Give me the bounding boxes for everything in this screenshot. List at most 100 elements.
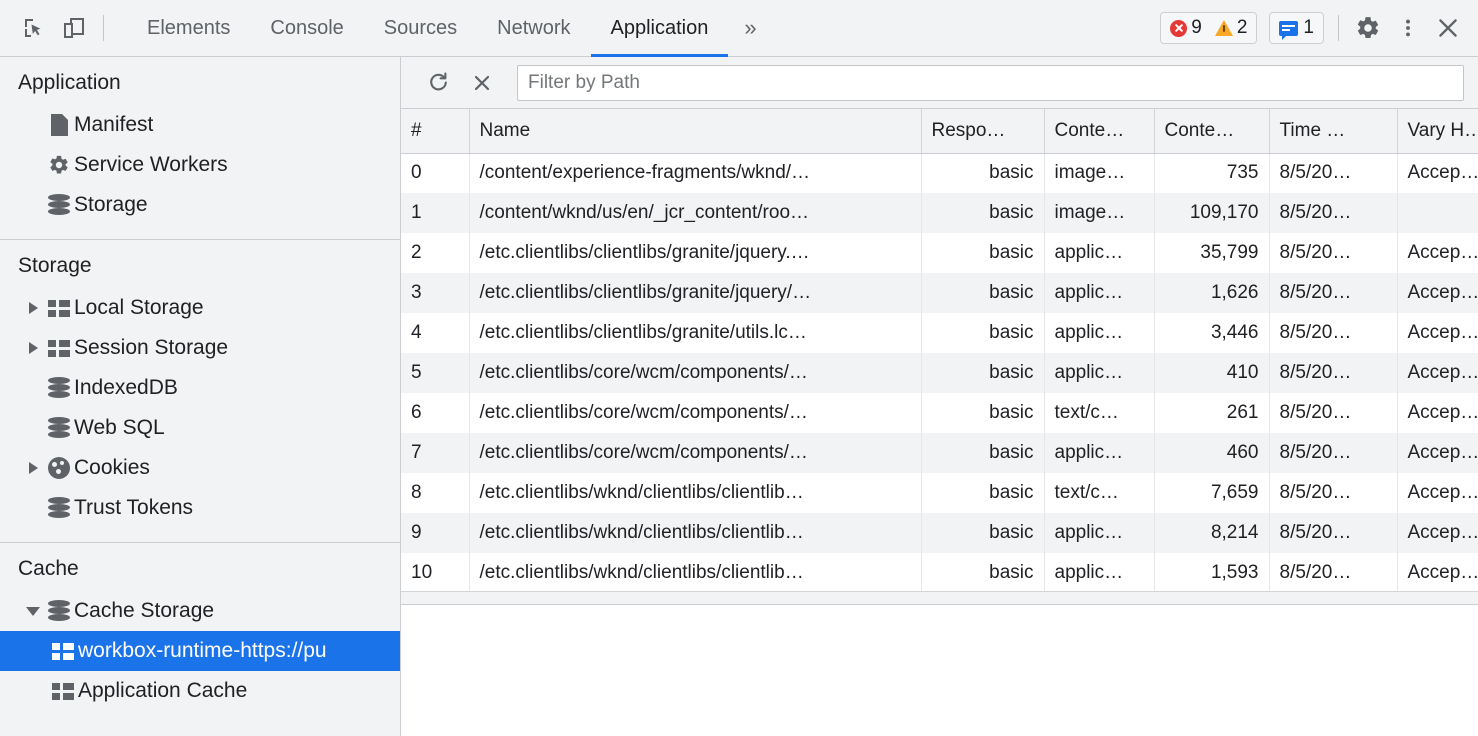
warning-count: 2 xyxy=(1237,17,1248,39)
cell-time-cached: 8/5/20… xyxy=(1269,193,1397,233)
sidebar-item-session-storage[interactable]: Session Storage xyxy=(0,328,400,368)
tab-elements[interactable]: Elements xyxy=(127,0,250,57)
cell-name: /etc.clientlibs/core/wcm/components/… xyxy=(469,393,921,433)
sidebar-item-label: Session Storage xyxy=(74,336,228,360)
filter-by-path-input[interactable] xyxy=(517,65,1464,101)
table-row[interactable]: 2/etc.clientlibs/clientlibs/granite/jque… xyxy=(401,233,1478,273)
table-row[interactable]: 10/etc.clientlibs/wknd/clientlibs/client… xyxy=(401,553,1478,593)
table-row[interactable]: 9/etc.clientlibs/wknd/clientlibs/clientl… xyxy=(401,513,1478,553)
document-icon xyxy=(44,114,74,136)
grid-icon xyxy=(48,683,78,700)
table-row[interactable]: 7/etc.clientlibs/core/wcm/components/…ba… xyxy=(401,433,1478,473)
cell-time-cached: 8/5/20… xyxy=(1269,273,1397,313)
cell-content-type: applic… xyxy=(1044,353,1154,393)
sidebar-item-workbox-runtime-cache[interactable]: workbox-runtime-https://pu xyxy=(0,631,400,671)
column-header-content-type[interactable]: Conte… xyxy=(1044,109,1154,153)
sidebar-item-label: Application Cache xyxy=(78,679,247,703)
tab-label: Application xyxy=(611,17,709,40)
table-row[interactable]: 4/etc.clientlibs/clientlibs/granite/util… xyxy=(401,313,1478,353)
panel-tabs: Elements Console Sources Network Applica… xyxy=(127,0,773,57)
inspect-element-icon xyxy=(22,16,46,40)
cell-vary-header: Accep… xyxy=(1397,233,1478,273)
cell-time-cached: 8/5/20… xyxy=(1269,473,1397,513)
grid-icon xyxy=(48,643,78,660)
more-tabs-button[interactable]: » xyxy=(728,0,772,57)
sidebar-item-service-workers[interactable]: Service Workers xyxy=(0,145,400,185)
cell-vary-header: Accep… xyxy=(1397,273,1478,313)
cell-number: 8 xyxy=(401,473,469,513)
application-sidebar[interactable]: Application Manifest Service Workers xyxy=(0,57,401,736)
cell-name: /etc.clientlibs/clientlibs/granite/utils… xyxy=(469,313,921,353)
error-counter[interactable]: 9 xyxy=(1170,17,1202,39)
cell-content-length: 8,214 xyxy=(1154,513,1269,553)
cell-content-length: 7,659 xyxy=(1154,473,1269,513)
tab-network[interactable]: Network xyxy=(477,0,590,57)
sidebar-item-manifest[interactable]: Manifest xyxy=(0,105,400,145)
table-body: 0/content/experience-fragments/wknd/…bas… xyxy=(401,153,1478,605)
sidebar-item-web-sql[interactable]: Web SQL xyxy=(0,408,400,448)
table-row[interactable]: 6/etc.clientlibs/core/wcm/components/…ba… xyxy=(401,393,1478,433)
table-row[interactable]: 5/etc.clientlibs/core/wcm/components/…ba… xyxy=(401,353,1478,393)
tab-console[interactable]: Console xyxy=(250,0,363,57)
column-header-response-type[interactable]: Respo… xyxy=(921,109,1044,153)
close-devtools-button[interactable] xyxy=(1428,8,1468,48)
sidebar-item-application-cache[interactable]: Application Cache xyxy=(0,671,400,711)
sidebar-item-trust-tokens[interactable]: Trust Tokens xyxy=(0,488,400,528)
expand-arrow-icon[interactable] xyxy=(22,462,44,474)
column-header-content-length[interactable]: Conte… xyxy=(1154,109,1269,153)
tab-application[interactable]: Application xyxy=(591,0,729,57)
inspect-element-button[interactable] xyxy=(14,8,54,48)
cell-content-type: applic… xyxy=(1044,433,1154,473)
cell-response-type: basic xyxy=(921,473,1044,513)
cell-name: /etc.clientlibs/wknd/clientlibs/clientli… xyxy=(469,473,921,513)
cell-content-length: 109,170 xyxy=(1154,193,1269,233)
column-header-vary-header[interactable]: Vary H… xyxy=(1397,109,1478,153)
sidebar-item-cookies[interactable]: Cookies xyxy=(0,448,400,488)
message-count: 1 xyxy=(1303,17,1314,39)
cookie-icon xyxy=(44,457,74,479)
message-counter-group[interactable]: 1 xyxy=(1269,12,1324,44)
table-row[interactable]: 3/etc.clientlibs/clientlibs/granite/jque… xyxy=(401,273,1478,313)
warning-icon xyxy=(1215,20,1233,36)
grid-icon xyxy=(44,300,74,317)
cell-time-cached: 8/5/20… xyxy=(1269,233,1397,273)
table-header-row: # Name Respo… Conte… Conte… Time … Vary … xyxy=(401,109,1478,153)
table-row[interactable]: 8/etc.clientlibs/wknd/clientlibs/clientl… xyxy=(401,473,1478,513)
column-header-time-cached[interactable]: Time … xyxy=(1269,109,1397,153)
kebab-menu-icon xyxy=(1397,16,1419,40)
tab-sources[interactable]: Sources xyxy=(364,0,477,57)
sidebar-item-indexeddb[interactable]: IndexedDB xyxy=(0,368,400,408)
settings-button[interactable] xyxy=(1348,8,1388,48)
table-row[interactable]: 1/content/wknd/us/en/_jcr_content/roo…ba… xyxy=(401,193,1478,233)
column-header-number[interactable]: # xyxy=(401,109,469,153)
expand-arrow-icon[interactable] xyxy=(22,342,44,354)
column-header-name[interactable]: Name xyxy=(469,109,921,153)
expand-arrow-icon[interactable] xyxy=(22,302,44,314)
sidebar-item-label: Manifest xyxy=(74,113,153,137)
toolbar-divider xyxy=(103,15,104,41)
sidebar-section-cache: Cache Cache Storage workbox-runtime-http… xyxy=(0,543,400,736)
refresh-icon xyxy=(426,70,451,95)
cell-response-type: basic xyxy=(921,273,1044,313)
devtools-toolbar: Elements Console Sources Network Applica… xyxy=(0,0,1478,57)
refresh-cache-button[interactable] xyxy=(419,64,457,102)
warning-counter[interactable]: 2 xyxy=(1215,17,1248,39)
cell-content-length: 261 xyxy=(1154,393,1269,433)
collapse-arrow-icon[interactable] xyxy=(22,607,44,616)
sidebar-item-label: IndexedDB xyxy=(74,376,178,400)
sidebar-section-storage: Storage Local Storage Session Storage In… xyxy=(0,240,400,543)
cell-number: 4 xyxy=(401,313,469,353)
device-toolbar-button[interactable] xyxy=(54,8,94,48)
cell-vary-header: Accep… xyxy=(1397,513,1478,553)
table-row[interactable]: 0/content/experience-fragments/wknd/…bas… xyxy=(401,153,1478,193)
sidebar-item-cache-storage[interactable]: Cache Storage xyxy=(0,591,400,631)
sidebar-item-storage[interactable]: Storage xyxy=(0,185,400,225)
cell-vary-header: Accep… xyxy=(1397,473,1478,513)
delete-selected-button[interactable] xyxy=(463,64,501,102)
cell-name: /etc.clientlibs/core/wcm/components/… xyxy=(469,353,921,393)
horizontal-scrollbar[interactable] xyxy=(401,591,1478,605)
more-options-button[interactable] xyxy=(1388,8,1428,48)
cache-entries-table: # Name Respo… Conte… Conte… Time … Vary … xyxy=(401,109,1478,605)
issues-counter-group[interactable]: 9 2 xyxy=(1160,12,1257,44)
sidebar-item-local-storage[interactable]: Local Storage xyxy=(0,288,400,328)
